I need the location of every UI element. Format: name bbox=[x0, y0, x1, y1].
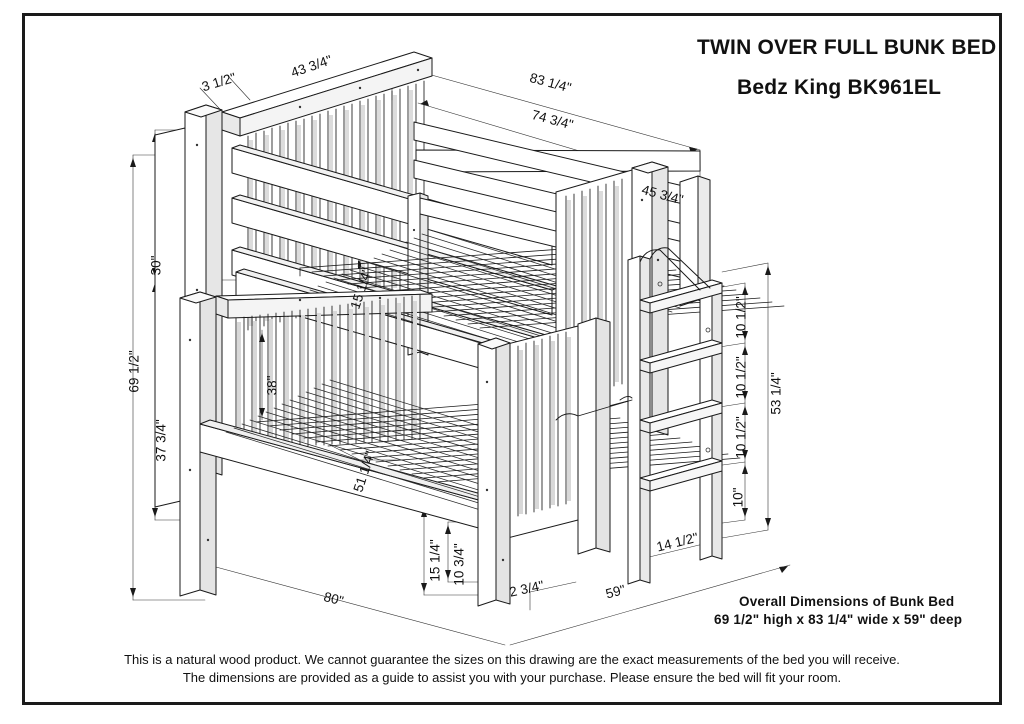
dim-ladder-rung-3: 10 1/2" bbox=[733, 416, 749, 459]
lower-bunk-assembly bbox=[179, 289, 741, 607]
dim-ladder-rung-1: 10 1/2" bbox=[733, 296, 749, 339]
overall-dimensions-value: 69 1/2" high x 83 1/4" wide x 59" deep bbox=[714, 612, 963, 627]
dim-upper-deck-height: 37 3/4" bbox=[153, 419, 169, 462]
dim-overall-height: 69 1/2" bbox=[126, 350, 142, 393]
dim-ladder-rung-4: 10" bbox=[730, 487, 746, 508]
dim-lower-clearance: 10 3/4" bbox=[451, 543, 467, 586]
dim-guard-rail-clearance: 30" bbox=[148, 255, 164, 276]
dim-ladder-total: 53 1/4" bbox=[768, 372, 784, 415]
page-border bbox=[22, 13, 1002, 705]
page-title-line2: Bedz King BK961EL bbox=[737, 76, 942, 99]
disclaimer-line2: The dimensions are provided as a guide t… bbox=[182, 670, 842, 685]
page-title-line1: TWIN OVER FULL BUNK BED bbox=[697, 36, 997, 59]
dim-lower-headboard-height: 38" bbox=[264, 375, 280, 396]
dim-lower-rail-gap: 15 1/4" bbox=[427, 539, 443, 582]
dim-ladder-rung-2: 10 1/2" bbox=[733, 356, 749, 399]
ladder-assembly bbox=[627, 247, 723, 585]
disclaimer-line1: This is a natural wood product. We canno… bbox=[124, 652, 900, 667]
overall-dimensions-label: Overall Dimensions of Bunk Bed bbox=[739, 594, 955, 609]
